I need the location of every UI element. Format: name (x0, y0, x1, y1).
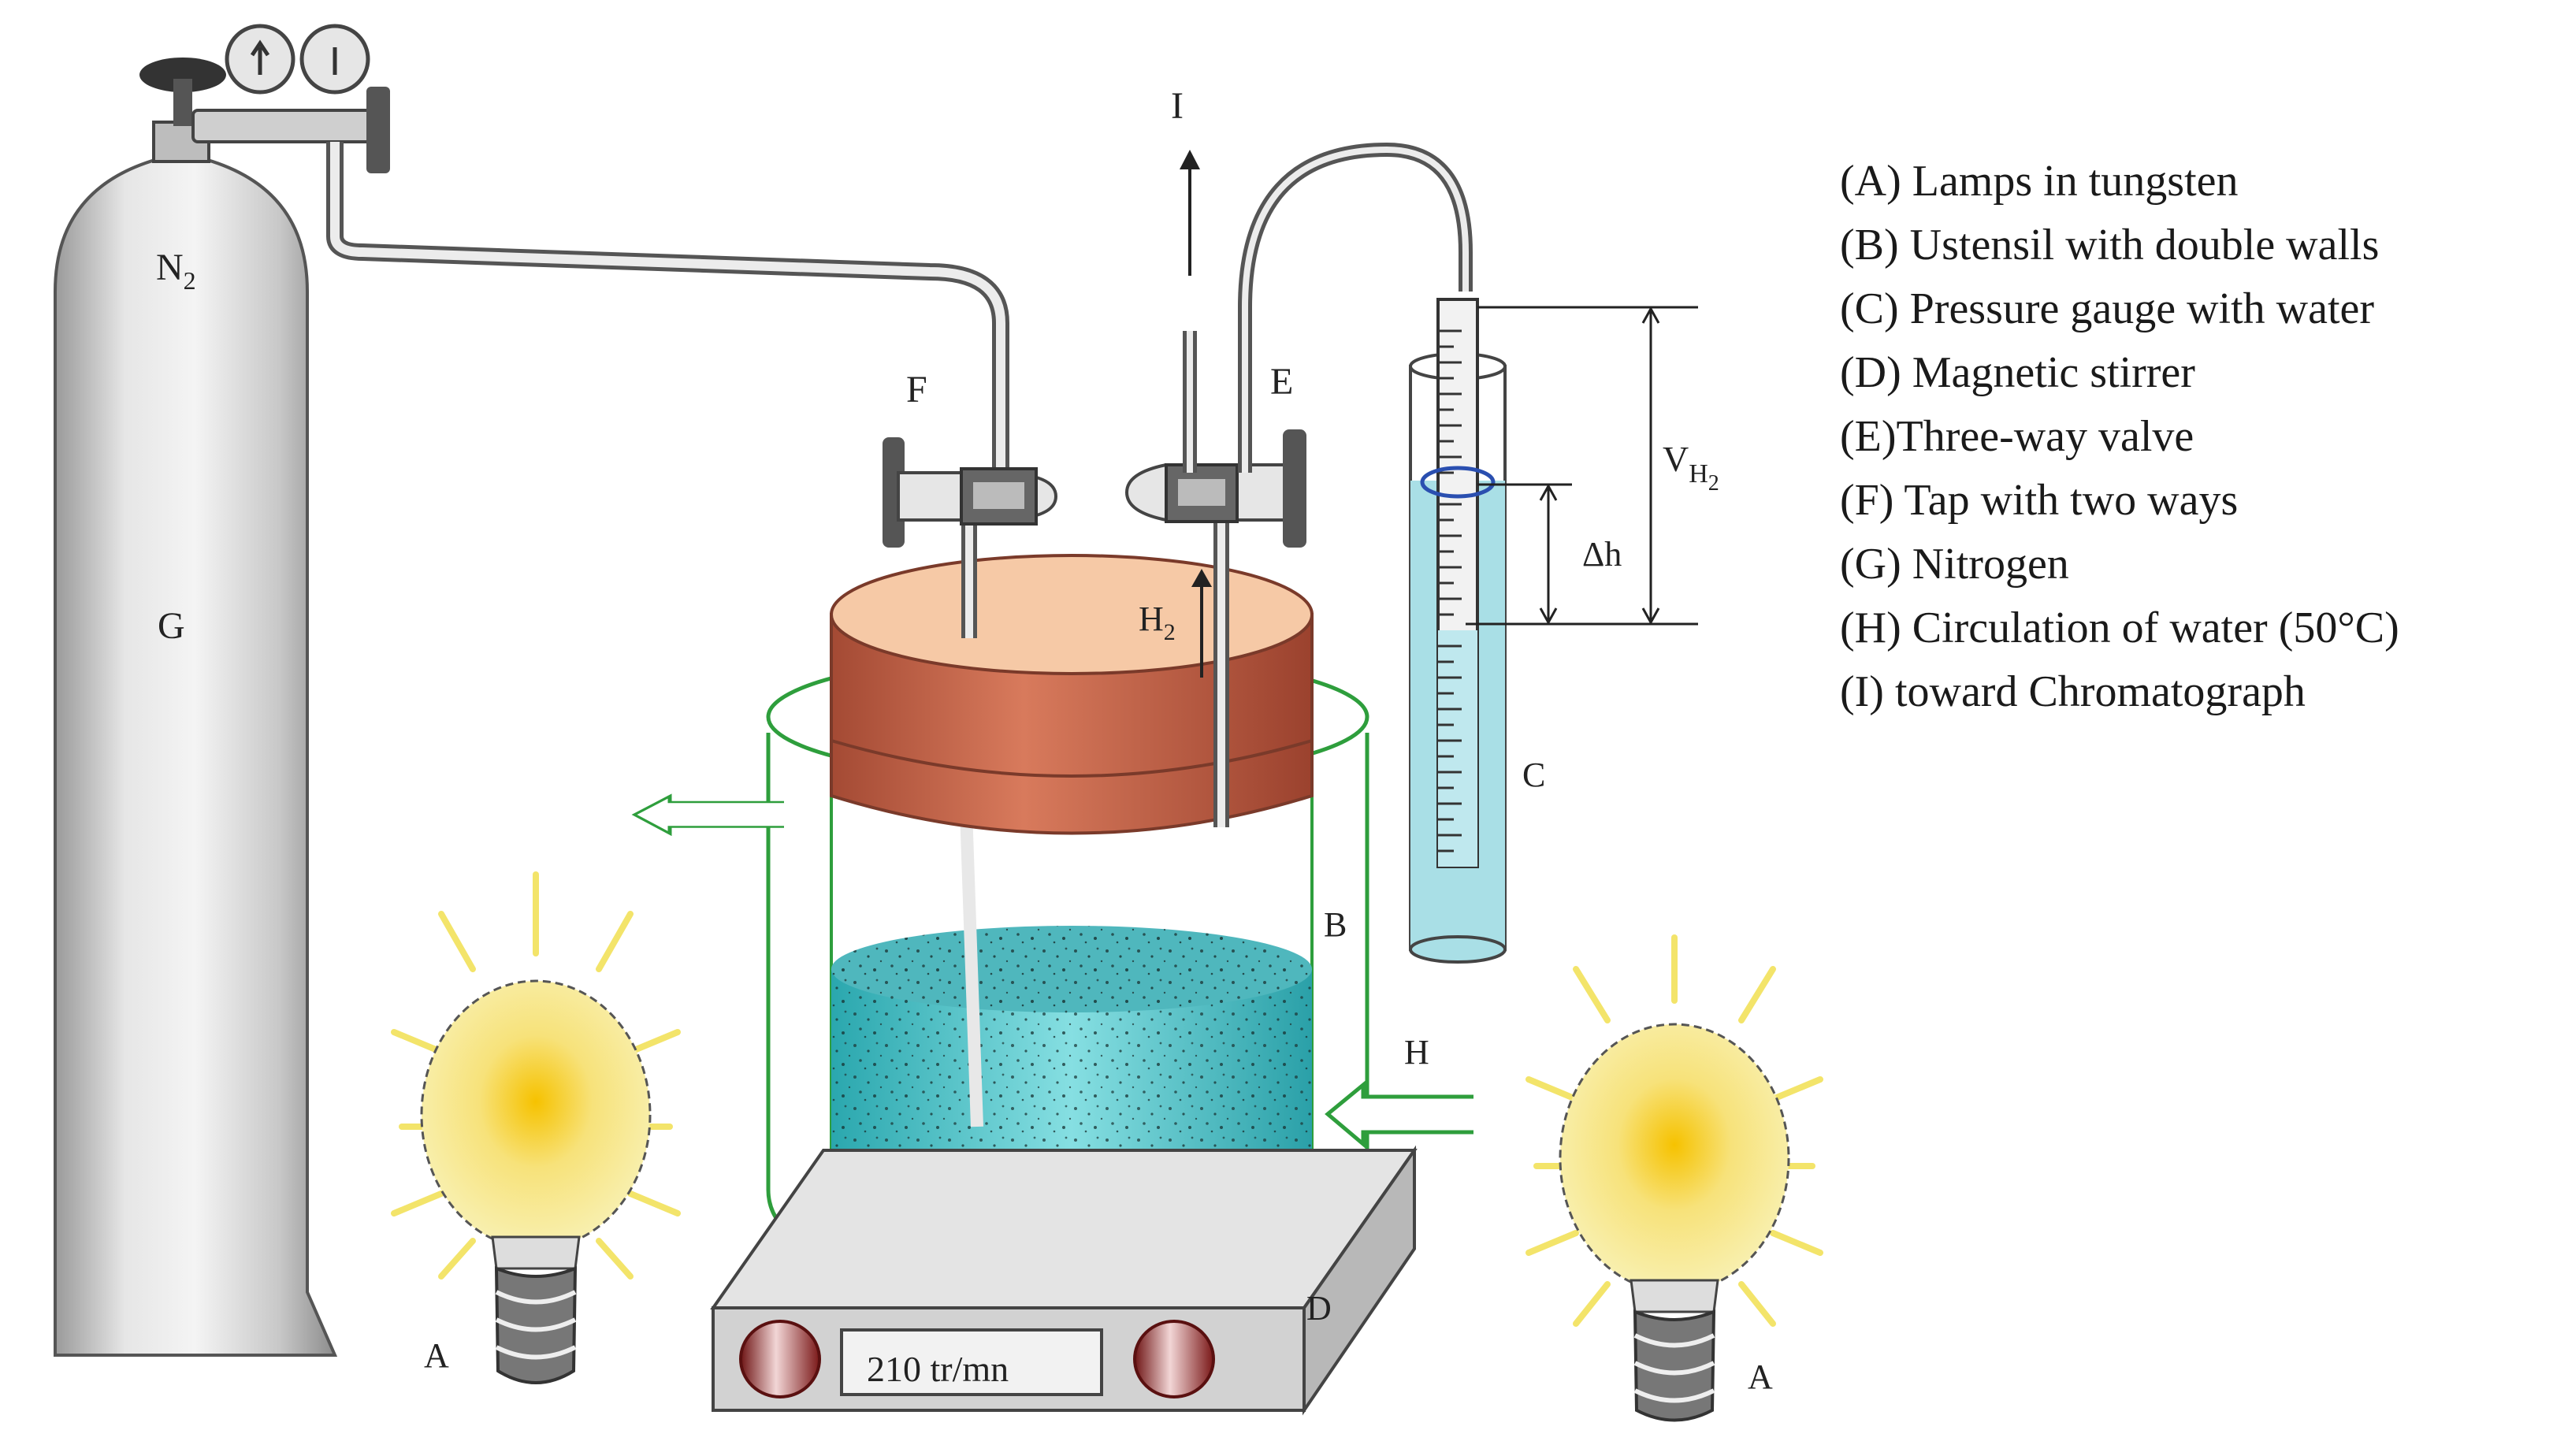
legend-item-a: (A) Lamps in tungsten (1840, 157, 2239, 206)
label-a-right: A (1748, 1358, 1773, 1396)
lamp-right (1525, 934, 1823, 1422)
magnetic-stirrer (710, 1145, 1418, 1416)
legend-item-f: (F) Tap with two ways (1840, 476, 2239, 525)
label-n2: N2 (156, 247, 196, 295)
label-h2: H2 (1139, 600, 1176, 645)
label-vh2: VH2 (1663, 439, 1719, 496)
label-c: C (1522, 756, 1545, 794)
label-i: I (1171, 85, 1184, 127)
label-g: G (158, 605, 185, 647)
label-d: D (1306, 1289, 1332, 1328)
legend-item-e: (E)Three-way valve (1840, 412, 2194, 461)
stirrer-display: 210 tr/mn (867, 1349, 1009, 1389)
label-b: B (1324, 905, 1347, 944)
lamp-left (391, 871, 681, 1384)
legend-item-i: (I) toward Chromatograph (1840, 667, 2306, 716)
legend: (A) Lamps in tungsten (B) Ustensil with … (1840, 150, 2533, 724)
label-dh: Δh (1582, 535, 1622, 574)
legend-item-h: (H) Circulation of water (50°C) (1840, 604, 2399, 652)
legend-item-c: (C) Pressure gauge with water (1840, 284, 2375, 333)
legend-item-b: (B) Ustensil with double walls (1840, 221, 2380, 269)
label-h: H (1404, 1033, 1429, 1072)
label-a-left: A (424, 1336, 449, 1375)
reactor-lid (830, 488, 1314, 835)
pressure-gauge (1409, 298, 1698, 964)
three-way-valve-e (1124, 142, 1473, 548)
label-e: E (1270, 361, 1293, 403)
legend-item-d: (D) Magnetic stirrer (1840, 348, 2195, 397)
legend-item-g: (G) Nitrogen (1840, 540, 2069, 589)
tap-f (883, 437, 1058, 548)
nitrogen-cylinder (54, 24, 1009, 1357)
label-f: F (906, 369, 927, 410)
